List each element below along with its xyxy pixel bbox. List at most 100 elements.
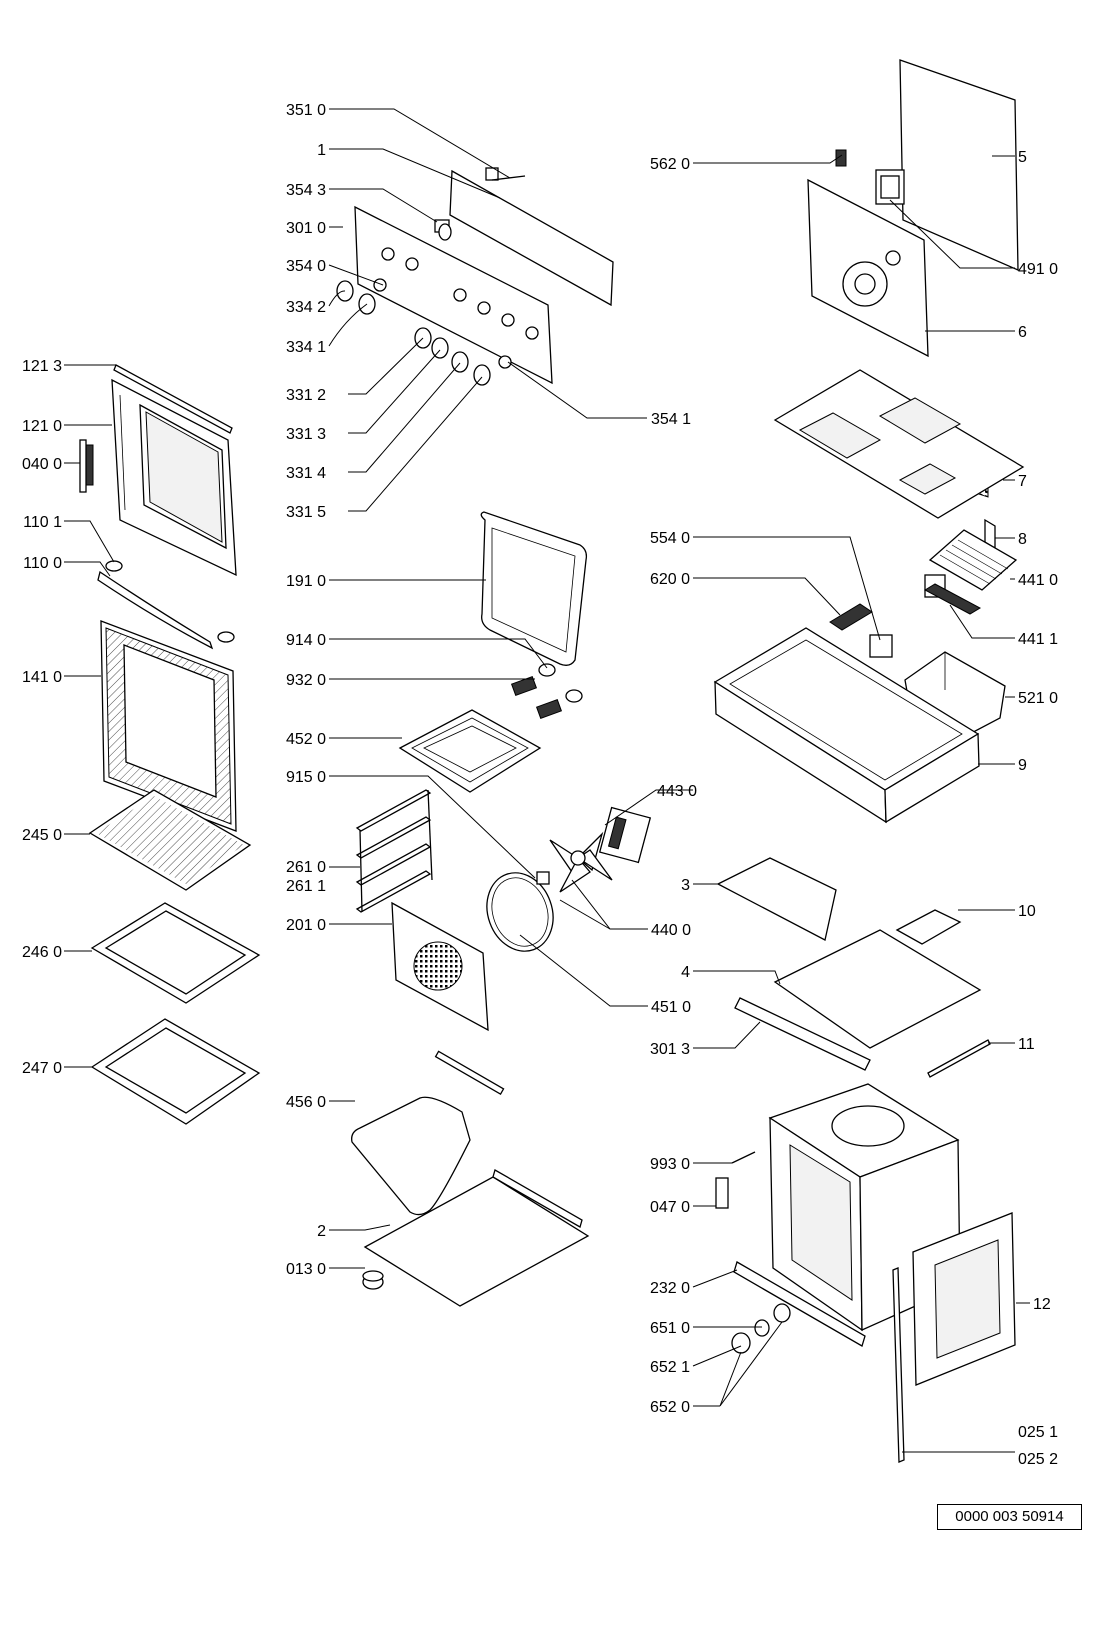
label-554-0: 554 0 [650,530,690,547]
label-232-0: 232 0 [650,1280,690,1297]
label-452-0: 452 0 [286,731,326,748]
label-651-0: 651 0 [650,1320,690,1337]
label-110-0: 110 0 [23,555,62,572]
fan-cover-panel-drawing [391,901,489,1032]
label-121-0: 121 0 [22,418,62,435]
side-shelf-rails-drawing [355,789,433,913]
label-4: 4 [681,964,690,981]
label-040-0: 040 0 [22,456,62,473]
label-932-0: 932 0 [286,672,326,689]
door-hinge-drawing [79,439,94,493]
label-191-0: 191 0 [286,573,326,590]
vertical-trim-strip-drawing [892,1267,905,1463]
label-354-0: 354 0 [286,258,326,275]
front-rail-drawing [734,997,871,1071]
label-245-0: 245 0 [22,827,62,844]
lower-heating-element-drawing [351,1050,505,1216]
ring-heating-element-drawing [486,872,554,952]
label-521-0: 521 0 [1018,690,1058,707]
deep-tray-drawing [90,1018,261,1125]
top-cover-panel-drawing [773,369,1025,519]
oven-floor-plate-drawing [363,1169,590,1307]
terminal-strip-drawing [923,583,982,615]
label-11: 11 [1018,1036,1035,1053]
foot-drawing [362,1270,384,1290]
label-440-0: 440 0 [651,922,691,939]
label-025-2: 025 2 [1018,1451,1058,1468]
switch-and-transformer-drawing [835,149,905,205]
label-331-4: 331 4 [286,465,326,482]
side-bracket-drawing [716,857,837,941]
lamp-parts-drawing [731,1303,791,1354]
label-331-3: 331 3 [286,426,326,443]
label-247-0: 247 0 [22,1060,62,1077]
cavity-top-plate-drawing [773,929,982,1049]
label-246-0: 246 0 [22,944,62,961]
label-915-0: 915 0 [286,769,326,786]
label-141-0: 141 0 [22,669,62,686]
label-013-0: 013 0 [286,1261,326,1278]
label-562-0: 562 0 [650,156,690,173]
baking-tray-drawing [90,902,261,1004]
label-451-0: 451 0 [651,999,691,1016]
control-panel-fascia-drawing [354,205,553,385]
connector-and-thermostat-drawing [829,603,893,658]
label-914-0: 914 0 [286,632,326,649]
label-331-2: 331 2 [286,387,326,404]
leader-lines [64,108,1030,1453]
label-8: 8 [1018,531,1027,548]
inner-door-frame-drawing [111,378,237,577]
label-025-1: 025 1 [1018,1424,1058,1441]
fan-blade-and-motor-drawing [536,806,652,893]
outer-door-glass-drawing [100,620,237,832]
grill-element-drawing [398,709,542,793]
label-331-5: 331 5 [286,504,326,521]
part-number-labels: 351 0 1 354 3 301 0 354 0 334 2 334 1 33… [22,102,1058,1468]
element-springs-drawing [510,663,583,720]
control-panel-bracket-drawing [449,167,614,307]
door-handle-drawing [97,560,235,650]
oven-door-seal-drawing [480,511,588,666]
label-620-0: 620 0 [650,571,690,588]
label-9: 9 [1018,757,1027,774]
label-6: 6 [1018,324,1027,341]
diagram-reference-number: 0000 003 50914 [937,1504,1082,1530]
label-354-3: 354 3 [286,182,326,199]
label-12: 12 [1033,1296,1051,1313]
door-top-strip-drawing [113,364,233,434]
bottom-front-rail-drawing [733,1261,866,1347]
label-441-1: 441 1 [1018,631,1058,648]
label-334-2: 334 2 [286,299,326,316]
label-110-1: 110 1 [23,514,62,531]
label-121-3: 121 3 [22,358,62,375]
label-491-0: 491 0 [1018,261,1058,278]
label-354-1: 354 1 [651,411,691,428]
label-993-0: 993 0 [650,1156,690,1173]
side-cover-panel-drawing [912,1212,1016,1386]
label-441-0: 441 0 [1018,572,1058,589]
label-301-3: 301 3 [650,1041,690,1058]
rear-mounting-plate-drawing [807,178,929,358]
label-261-0: 261 0 [286,859,326,876]
small-bracket-drawing [895,909,962,945]
label-351-0: 351 0 [286,102,326,119]
screw-and-catch-drawing [715,1151,756,1209]
label-456-0: 456 0 [286,1094,326,1111]
label-301-0: 301 0 [286,220,326,237]
thin-strip-drawing [927,1039,991,1078]
label-7: 7 [1018,473,1027,490]
label-334-1: 334 1 [286,339,326,356]
label-10: 10 [1018,903,1036,920]
label-261-1: 261 1 [286,878,326,895]
label-047-0: 047 0 [650,1199,690,1216]
label-652-1: 652 1 [650,1359,690,1376]
wire-rack-drawing [88,789,252,891]
label-3: 3 [681,877,690,894]
base-chassis-tray-drawing [713,627,980,824]
label-443-0: 443 0 [657,783,697,800]
label-2: 2 [317,1223,326,1240]
label-201-0: 201 0 [286,917,326,934]
label-652-0: 652 0 [650,1399,690,1416]
label-1: 1 [317,142,326,159]
